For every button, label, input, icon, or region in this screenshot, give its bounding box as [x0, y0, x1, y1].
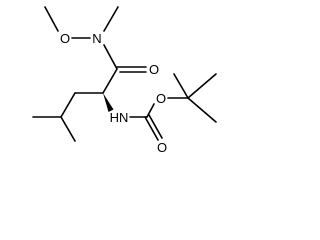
bond-carbamate-c-ester-o — [146, 103, 155, 118]
bond-carbamate-c-o-2 — [148, 114, 163, 139]
atom-label-o-amide-carbonyl: O — [149, 62, 159, 77]
bond-tert-c-methyl-up-left — [173, 73, 189, 99]
wedge-bond-alpha-nh — [103, 93, 114, 112]
molecule-structure-diagram: O N O HN O O — [32, 6, 217, 155]
atom-label-o-carbamate-carbonyl: O — [157, 140, 167, 155]
atom-label-o-carbamate-ester: O — [156, 91, 166, 106]
atom-label-o-methoxy: O — [60, 31, 70, 46]
bond-ch2-ch — [60, 92, 76, 118]
bond-methoxy-methyl-o — [44, 6, 59, 32]
bond-carbonyl-c-alpha — [102, 68, 118, 94]
bond-carbamate-c-o-1 — [144, 116, 159, 141]
atom-label-n-amide: N — [92, 31, 101, 46]
atom-label-nh-carbamate: HN — [110, 110, 129, 125]
bond-tert-c-methyl-down-right — [187, 97, 217, 123]
bond-n-methyl — [103, 6, 119, 32]
atom-labels: O N O HN O O — [60, 31, 167, 155]
bond-tert-c-methyl-up-right — [187, 73, 217, 99]
bonds — [32, 6, 217, 142]
bond-n-carbonyl-c — [103, 44, 118, 70]
bond-ch-methyl-down — [60, 116, 76, 142]
